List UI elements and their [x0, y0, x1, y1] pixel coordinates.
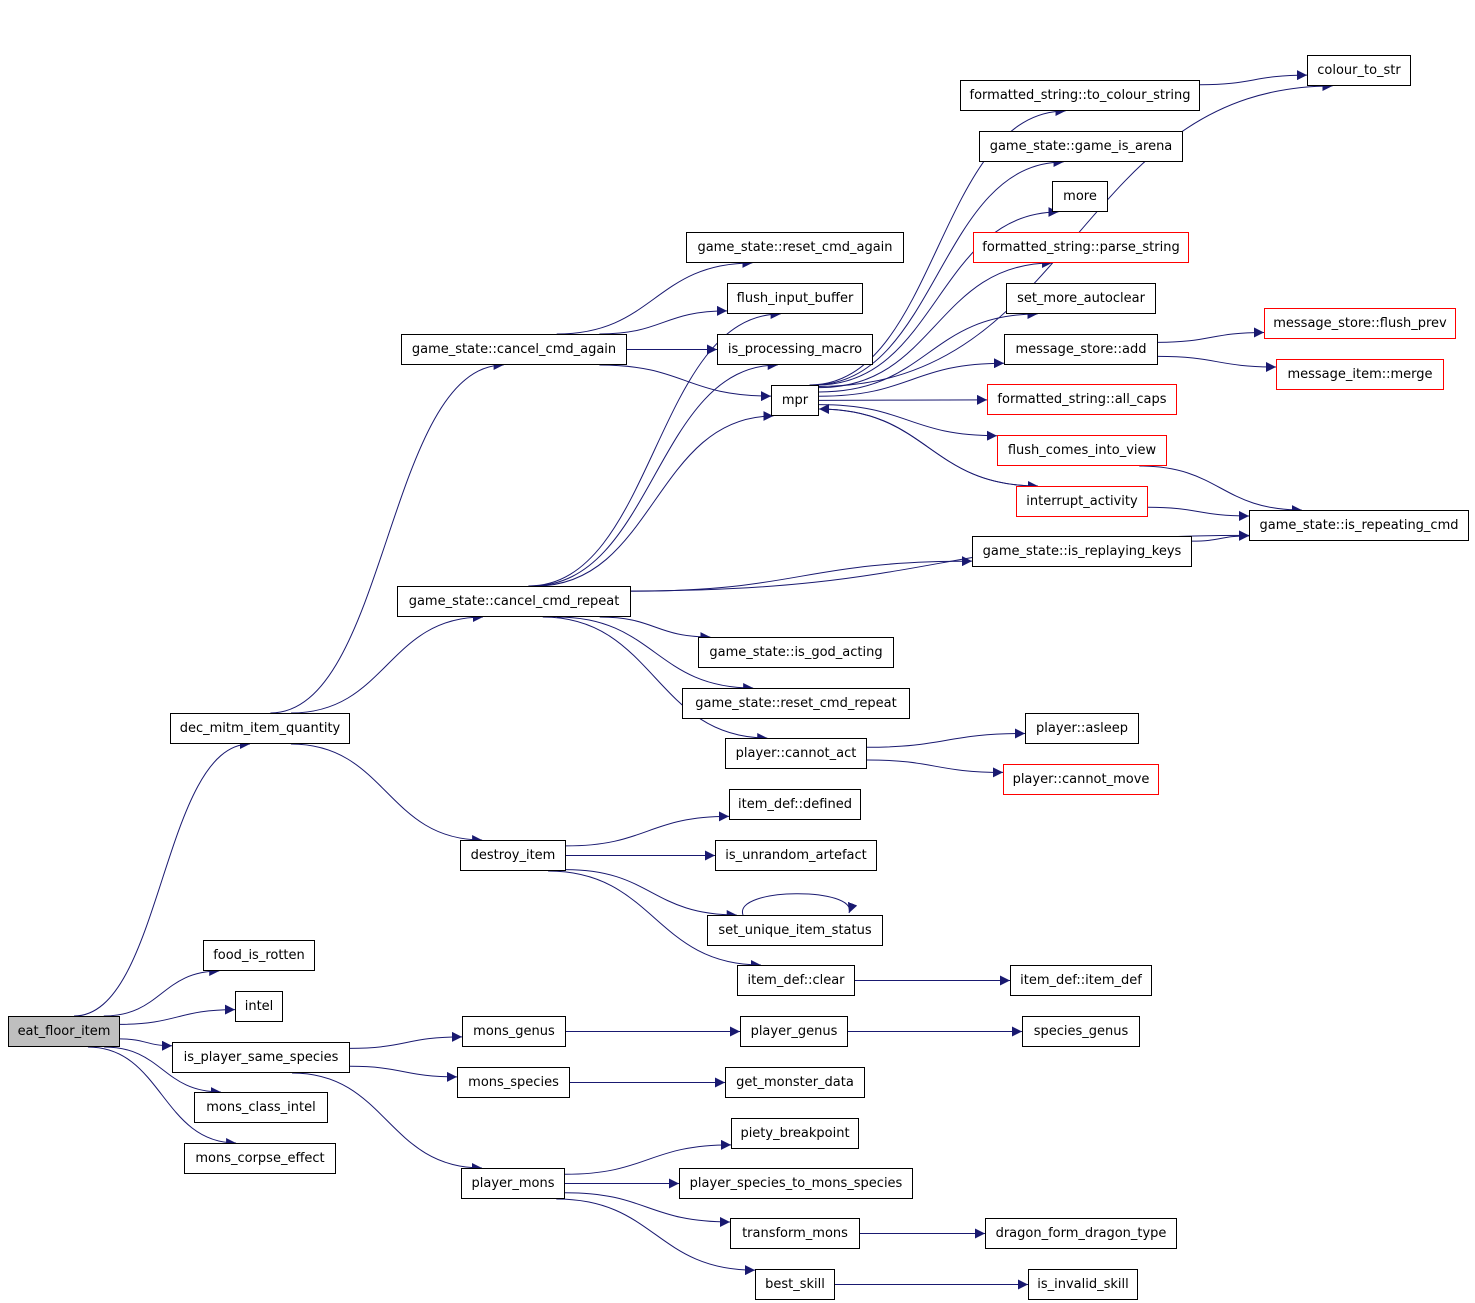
- edge-player-mons-to-best-skill: [556, 1198, 756, 1276]
- node-food-is-rotten[interactable]: food_is_rotten: [203, 940, 315, 971]
- node-flush-input-buffer[interactable]: flush_input_buffer: [727, 283, 863, 314]
- edge-game-state-cancel-cmd-again-to-game-state-reset-cmd-again: [556, 258, 753, 335]
- node-game-state-cancel-cmd-repeat[interactable]: game_state::cancel_cmd_repeat: [397, 586, 631, 617]
- node-message-store-add[interactable]: message_store::add: [1004, 334, 1158, 365]
- node-interrupt-activity[interactable]: interrupt_activity: [1016, 486, 1148, 517]
- node-item-def-clear[interactable]: item_def::clear: [737, 965, 855, 996]
- edge-destroy-item-to-item-def-defined: [565, 811, 730, 847]
- node-more[interactable]: more: [1052, 181, 1108, 212]
- node-dragon-form-dragon-type[interactable]: dragon_form_dragon_type: [985, 1218, 1177, 1249]
- node-game-state-is-replaying-keys[interactable]: game_state::is_replaying_keys: [972, 536, 1192, 567]
- edge-is-player-same-species-to-mons-species: [349, 1065, 458, 1082]
- node-mons-corpse-effect[interactable]: mons_corpse_effect: [184, 1143, 336, 1174]
- edge-interrupt-activity-to-game-state-is-repeating-cmd: [1147, 506, 1250, 521]
- edge-game-state-cancel-cmd-again-to-mpr: [599, 364, 772, 402]
- edge-eat-floor-item-to-is-player-same-species: [119, 1038, 173, 1051]
- edge-eat-floor-item-to-intel: [119, 1004, 236, 1025]
- node-is-player-same-species[interactable]: is_player_same_species: [172, 1042, 350, 1073]
- edge-game-state-cancel-cmd-again-to-flush-input-buffer: [599, 305, 728, 335]
- edge-message-store-add-to-message-item-merge: [1157, 355, 1277, 372]
- edge-interrupt-activity-to-mpr: [818, 403, 1038, 487]
- node-player-species-to-mons-species[interactable]: player_species_to_mons_species: [679, 1168, 913, 1199]
- edge-mpr-to-more: [816, 207, 1059, 386]
- edge-eat-floor-item-to-mons-corpse-effect: [87, 1046, 237, 1148]
- node-colour-to-str[interactable]: colour_to_str: [1307, 55, 1411, 86]
- node-mons-class-intel[interactable]: mons_class_intel: [194, 1092, 328, 1123]
- edge-is-player-same-species-to-mons-genus: [349, 1031, 463, 1049]
- edge-game-state-cancel-cmd-repeat-to-player-cannot-act: [542, 616, 768, 743]
- node-player-asleep[interactable]: player::asleep: [1025, 713, 1139, 744]
- node-intel[interactable]: intel: [235, 991, 283, 1022]
- edge-game-state-cancel-cmd-repeat-to-flush-input-buffer: [528, 309, 781, 587]
- node-transform-mons[interactable]: transform_mons: [730, 1218, 860, 1249]
- edge-player-cannot-act-to-player-asleep: [866, 728, 1026, 748]
- node-formatted-string-parse-string[interactable]: formatted_string::parse_string: [973, 232, 1189, 263]
- edge-mpr-to-message-store-add: [818, 358, 1005, 397]
- node-message-store-flush-prev[interactable]: message_store::flush_prev: [1264, 308, 1456, 339]
- edge-message-store-add-to-message-store-flush-prev: [1157, 327, 1265, 343]
- node-mons-genus[interactable]: mons_genus: [462, 1016, 566, 1047]
- node-piety-breakpoint[interactable]: piety_breakpoint: [731, 1118, 859, 1149]
- node-mpr[interactable]: mpr: [771, 385, 819, 416]
- node-player-cannot-move[interactable]: player::cannot_move: [1003, 764, 1159, 795]
- edge-dec-mitm-item-quantity-to-destroy-item: [290, 743, 483, 845]
- edge-destroy-item-to-item-def-clear: [548, 870, 761, 970]
- edge-game-state-cancel-cmd-repeat-to-game-state-is-god-acting: [599, 616, 711, 642]
- node-item-def-item-def[interactable]: item_def::item_def: [1010, 965, 1152, 996]
- edge-game-state-cancel-cmd-repeat-to-is-processing-macro: [531, 360, 778, 587]
- edge-eat-floor-item-to-food-is-rotten: [103, 966, 220, 1017]
- node-set-unique-item-status[interactable]: set_unique_item_status: [707, 915, 883, 946]
- node-flush-comes-into-view[interactable]: flush_comes_into_view: [997, 435, 1167, 466]
- node-formatted-string-to-colour-string[interactable]: formatted_string::to_colour_string: [960, 80, 1200, 111]
- node-species-genus[interactable]: species_genus: [1022, 1016, 1140, 1047]
- edge-dec-mitm-item-quantity-to-game-state-cancel-cmd-again: [270, 360, 504, 714]
- node-eat-floor-item[interactable]: eat_floor_item: [8, 1016, 120, 1047]
- node-game-state-is-god-acting[interactable]: game_state::is_god_acting: [698, 637, 894, 668]
- node-game-state-reset-cmd-again[interactable]: game_state::reset_cmd_again: [686, 232, 904, 263]
- node-is-invalid-skill[interactable]: is_invalid_skill: [1028, 1269, 1138, 1300]
- node-get-monster-data[interactable]: get_monster_data: [725, 1067, 865, 1098]
- edge-mpr-to-formatted-string-all-caps: [818, 394, 988, 405]
- node-game-state-cancel-cmd-again[interactable]: game_state::cancel_cmd_again: [401, 334, 627, 365]
- edge-eat-floor-item-to-mons-class-intel: [104, 1046, 221, 1097]
- edge-is-player-same-species-to-player-mons: [291, 1072, 483, 1173]
- edge-formatted-string-to-colour-string-to-colour-to-str: [1199, 70, 1308, 86]
- edge-player-cannot-act-to-player-cannot-move: [866, 759, 1004, 778]
- edge-mpr-to-formatted-string-parse-string: [818, 258, 1053, 389]
- edge-mpr-to-game-state-game-is-arena: [812, 157, 1064, 386]
- node-message-item-merge[interactable]: message_item::merge: [1276, 359, 1444, 390]
- edge-destroy-item-to-set-unique-item-status: [565, 869, 737, 920]
- edge-mpr-to-flush-comes-into-view: [818, 404, 998, 441]
- edge-eat-floor-item-to-dec-mitm-item-quantity: [74, 739, 250, 1017]
- node-player-mons[interactable]: player_mons: [461, 1168, 565, 1199]
- node-is-processing-macro[interactable]: is_processing_macro: [717, 334, 873, 365]
- edge-dec-mitm-item-quantity-to-game-state-cancel-cmd-repeat: [290, 612, 484, 714]
- edge-player-mons-to-piety-breakpoint: [564, 1139, 732, 1175]
- edge-game-state-is-replaying-keys-to-game-state-is-repeating-cmd: [1191, 530, 1250, 542]
- edge-mpr-to-formatted-string-to-colour-string: [809, 106, 1066, 386]
- node-game-state-reset-cmd-repeat[interactable]: game_state::reset_cmd_repeat: [682, 688, 910, 719]
- node-item-def-defined[interactable]: item_def::defined: [729, 789, 861, 820]
- node-is-unrandom-artefact[interactable]: is_unrandom_artefact: [715, 840, 877, 871]
- node-mons-species[interactable]: mons_species: [457, 1067, 570, 1098]
- edge-flush-comes-into-view-to-game-state-is-repeating-cmd: [1139, 465, 1302, 515]
- edge-game-state-cancel-cmd-repeat-to-game-state-is-replaying-keys: [630, 556, 973, 592]
- edge-mpr-to-set-more-autoclear: [818, 309, 1038, 393]
- node-formatted-string-all-caps[interactable]: formatted_string::all_caps: [987, 384, 1177, 415]
- node-destroy-item[interactable]: destroy_item: [460, 840, 566, 871]
- node-game-state-game-is-arena[interactable]: game_state::game_is_arena: [979, 131, 1183, 162]
- node-best-skill[interactable]: best_skill: [755, 1269, 835, 1300]
- edge-set-unique-item-status-to-set-unique-item-status: [742, 893, 858, 916]
- node-set-more-autoclear[interactable]: set_more_autoclear: [1006, 283, 1156, 314]
- node-player-genus[interactable]: player_genus: [740, 1016, 848, 1047]
- edge-game-state-cancel-cmd-repeat-to-mpr: [535, 411, 774, 587]
- node-player-cannot-act[interactable]: player::cannot_act: [725, 738, 867, 769]
- node-game-state-is-repeating-cmd[interactable]: game_state::is_repeating_cmd: [1249, 510, 1469, 541]
- edge-player-mons-to-transform-mons: [564, 1192, 731, 1227]
- node-dec-mitm-item-quantity[interactable]: dec_mitm_item_quantity: [170, 713, 350, 744]
- edge-game-state-cancel-cmd-repeat-to-game-state-reset-cmd-repeat: [556, 616, 754, 693]
